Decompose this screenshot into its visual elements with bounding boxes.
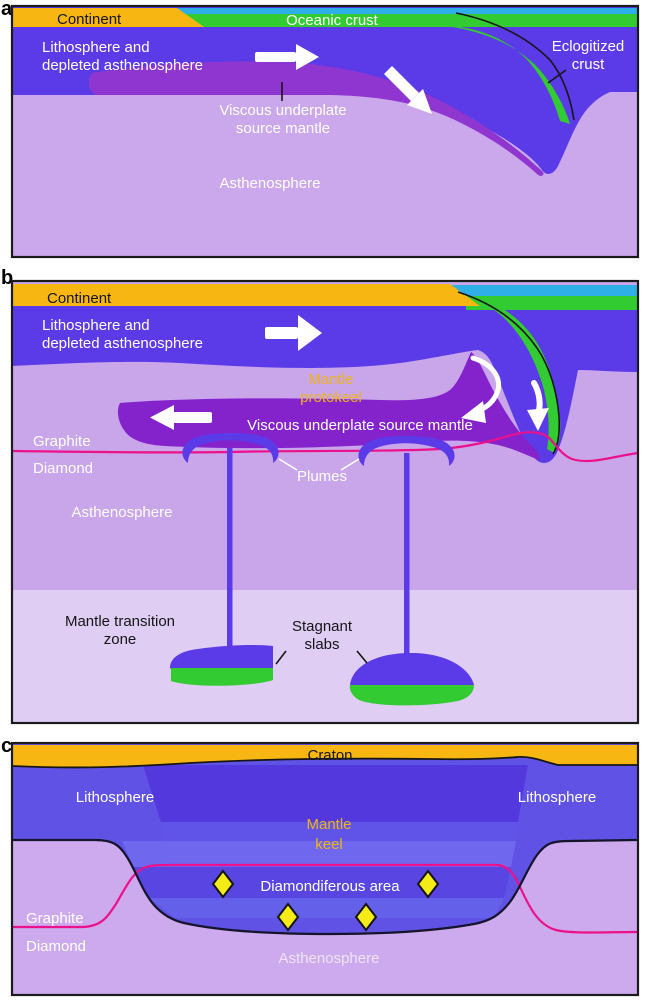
arrow-down-icon (527, 380, 549, 431)
panel-b: Continent Lithosphere and depleted asthe… (10, 279, 640, 725)
plume-head-icon-right (358, 436, 455, 466)
keel-band-5 (149, 898, 504, 918)
stagnant-leader-line-left (275, 650, 287, 665)
lithosphere-plate-region-b (12, 300, 638, 463)
graphite-diamond-line-c (12, 863, 639, 934)
viscous-underplate-region-b (117, 352, 540, 460)
plumes-label: Plumes (297, 468, 347, 485)
diamond-icon (354, 902, 378, 932)
keel-band-3 (122, 841, 516, 867)
lithosphere-label-b-line1: Lithosphere and (42, 317, 150, 334)
plumes-leader-line-left (278, 458, 298, 471)
keel-outline (12, 838, 639, 936)
arrow-right-icon (255, 44, 319, 70)
mantle-keel-label-line1: Mantle (306, 816, 351, 833)
craton-label: Craton (307, 747, 352, 764)
stagnant-slab-right-crust (349, 685, 474, 706)
stagnant-slab-right-body (350, 653, 474, 685)
continent-label-b: Continent (47, 290, 112, 307)
craton-base-line (11, 756, 638, 769)
lithosphere-label-c-right: Lithosphere (518, 789, 596, 806)
diamondiferous-label: Diamondiferous area (260, 878, 400, 895)
craton-block (12, 745, 638, 768)
graphite-label-c: Graphite (26, 910, 84, 927)
panel-a-letter: a (1, 0, 13, 20)
continent-label-a: Continent (57, 11, 122, 28)
keel-band-1 (143, 765, 528, 822)
asthenosphere-label-c: Asthenosphere (279, 950, 380, 967)
stagnant-label-line1: Stagnant (292, 618, 353, 635)
graphite-label-b: Graphite (33, 433, 91, 450)
arrow-right-icon (265, 315, 322, 351)
ocean-sky-strip-b (440, 285, 638, 296)
lithosphere-label-a-line1: Lithosphere and (42, 39, 150, 56)
subducting-crust-band-b (468, 296, 561, 453)
diamond-label-c: Diamond (26, 938, 86, 955)
continent-block-a (12, 8, 204, 27)
viscous-label-b: Viscous underplate source mantle (247, 417, 473, 434)
plume-stem-right (404, 453, 410, 657)
panel-b-letter: b (1, 267, 14, 289)
lithosphere-label-b-line2: depleted asthenosphere (42, 335, 203, 352)
stagnant-slab-left-crust (171, 668, 273, 686)
mtz-label-line2: zone (104, 631, 137, 648)
protokeel-label-line1: Mantle (308, 371, 353, 388)
lithosphere-label-a-line2: depleted asthenosphere (42, 57, 203, 74)
eclogitized-leader-line-a (547, 69, 567, 84)
arrow-left-icon (150, 405, 212, 430)
mantle-transition-zone-region (12, 590, 638, 723)
subducting-crust-band-a (452, 27, 570, 124)
plumes-leader-line-right (340, 458, 360, 471)
subduction-interface-line-a (455, 12, 575, 121)
lithosphere-label-c-left: Lithosphere (76, 789, 154, 806)
stagnant-slab-left-body (170, 645, 273, 669)
oceanic-crust-label-a: Oceanic crust (286, 12, 379, 29)
eclogitized-label-line1: Eclogitized (552, 38, 625, 55)
panel-c-border (10, 741, 640, 997)
panel-a-border (10, 4, 640, 259)
plume-stem-left (227, 448, 233, 648)
stagnant-leader-line-right (356, 650, 368, 664)
continent-block-b (12, 284, 480, 306)
mantle-keel-label-line2: keel (315, 836, 343, 853)
plume-head-icon-left (182, 433, 279, 463)
diamond-icon (276, 902, 300, 932)
ocean-sky-strip-a (178, 8, 638, 15)
oceanic-crust-strip-b (466, 296, 638, 310)
viscous-underplate-region-a (88, 61, 544, 176)
diamond-icon (211, 869, 235, 899)
arrow-curl-icon (461, 355, 502, 423)
graphite-diamond-line-b (11, 431, 639, 463)
panel-a: Continent Oceanic crust Lithosphere and … (10, 4, 640, 259)
arrow-down-right-icon (384, 66, 432, 114)
viscous-label-a-line2: source mantle (236, 120, 330, 137)
panel-c: Craton Lithosphere Lithosphere Mantle ke… (10, 741, 640, 997)
mtz-label-line1: Mantle transition (65, 613, 175, 630)
diamond-label-b: Diamond (33, 460, 93, 477)
eclogitized-label-line2: crust (572, 56, 605, 73)
panel-c-letter: c (1, 735, 13, 757)
subduction-interface-line-b (457, 291, 561, 455)
protokeel-label-line2: protokeel (300, 389, 362, 406)
asthenosphere-label-b: Asthenosphere (72, 504, 173, 521)
oceanic-crust-strip-a (184, 14, 638, 27)
panel-b-border (10, 279, 640, 725)
asthenosphere-label-a: Asthenosphere (220, 175, 321, 192)
stagnant-label-line2: slabs (304, 636, 339, 653)
keel-band-2 (161, 822, 518, 841)
viscous-label-a-line1: Viscous underplate (219, 102, 346, 119)
diamond-icon (416, 869, 440, 899)
